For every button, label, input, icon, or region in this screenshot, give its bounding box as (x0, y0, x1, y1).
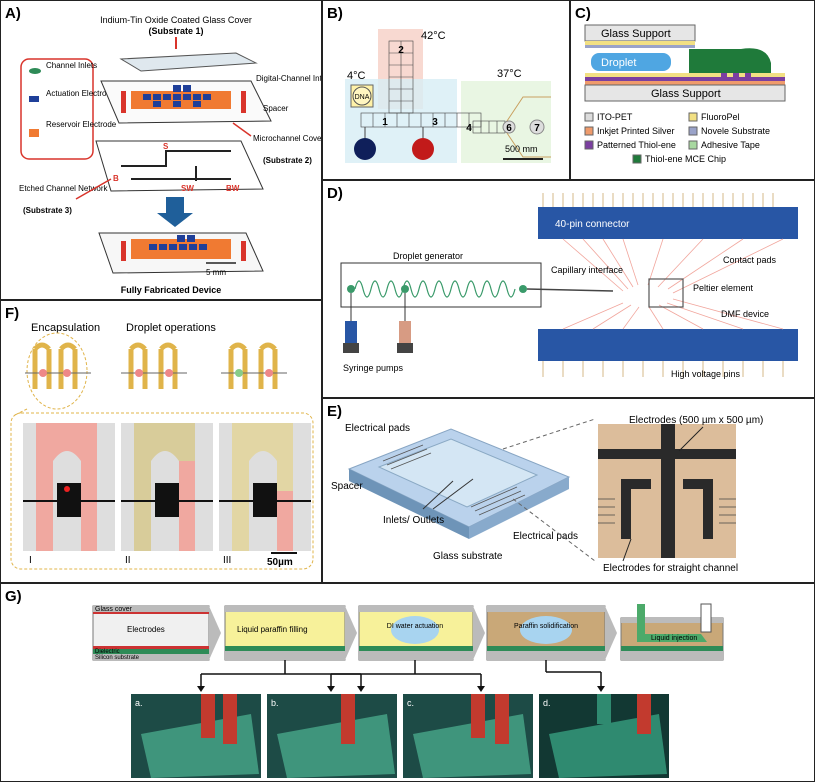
node-4: 4 (466, 123, 472, 134)
etched-label: Etched Channel Network (19, 184, 108, 193)
render-a: a. (135, 698, 143, 708)
legend-novele: Novele Substrate (701, 126, 770, 136)
connector-bottom (538, 329, 798, 361)
legend-box (20, 58, 94, 160)
straight-channel-label: Electrodes for straight channel (603, 563, 738, 574)
arrow-icon (157, 197, 193, 227)
temp-37: 37°C (497, 68, 522, 80)
encapsulation-label: Encapsulation (31, 322, 100, 334)
electrodes-size-label: Electrodes (500 µm x 500 µm) (629, 415, 763, 426)
panel-d-label: D) (327, 185, 343, 202)
panel-e-diagram: Electrical pads Spacer Inlets/ Outlets G… (331, 415, 763, 574)
panel-c-diagram: Glass Support Droplet Glass Support ITO-… (584, 24, 786, 164)
droplet-ops-label: Droplet operations (126, 322, 216, 334)
panel-b-label: B) (327, 5, 343, 22)
legend-ito: ITO-PET (597, 112, 633, 122)
frame-1: I (29, 555, 32, 566)
glass-top-label: Glass Support (601, 28, 671, 40)
legend-thiolene: Patterned Thiol-ene (597, 140, 676, 150)
node-2: 2 (398, 45, 404, 56)
glass-substrate-label: Glass substrate (433, 551, 503, 562)
panel-f: F) Encapsulation Droplet operations (0, 300, 322, 583)
step-di-water: DI water actuation (387, 623, 444, 630)
panel-b: B) 42°C 4°C 37°C DNA 2 1 3 4 6 7 (322, 0, 570, 180)
temp-4: 4°C (347, 70, 366, 82)
temp-42: 42°C (421, 30, 446, 42)
step-solidification: Paraffin solidification (514, 623, 578, 630)
substrate2-label: (Substrate 2) (263, 156, 312, 165)
dna-label: DNA (355, 94, 370, 101)
connector-top (538, 207, 798, 239)
panel-g-label: G) (5, 588, 22, 605)
legend-reservoir: Reservoir Electrode (46, 120, 117, 129)
channel-b: B (113, 174, 119, 183)
pads-top-label: Electrical pads (345, 423, 410, 434)
cover-plate-label: Microchannel Cover Plate (253, 134, 322, 143)
substrate1-label: (Substrate 1) (148, 26, 203, 36)
channel-bw: BW (226, 184, 240, 193)
legend-tape: Adhesive Tape (701, 140, 760, 150)
legend-actuation: Actuation Electrode (46, 89, 116, 98)
glass-cover (119, 52, 258, 72)
legend-fluoropel: FluoroPel (701, 112, 740, 122)
capillary-label: Capillary interface (551, 265, 623, 275)
syringe-label: Syringe pumps (343, 363, 404, 373)
digital-interface-label: Digital-Channel Interface (256, 74, 322, 83)
spacer-label-e: Spacer (331, 481, 363, 492)
panel-c: C) Glass Support Droplet Glass Support I… (570, 0, 815, 180)
node-1: 1 (382, 117, 388, 128)
node-6: 6 (506, 123, 512, 134)
panel-a-scale: 5 mm (206, 268, 226, 277)
peltier-label: Peltier element (693, 283, 754, 293)
legend-channel-inlets: Channel Inlets (46, 61, 97, 70)
channel-sw: SW (181, 184, 194, 193)
inlets-label: Inlets/ Outlets (383, 515, 444, 526)
panel-a-diagram: Indium-Tin Oxide Coated Glass Cover (Sub… (19, 15, 322, 295)
dielectric-label: Dielectric (95, 649, 120, 655)
hv-label: High voltage pins (671, 369, 741, 379)
droplet-label: Droplet (601, 57, 636, 69)
spacer-label: Spacer (263, 104, 289, 113)
panel-a-label: A) (5, 5, 21, 22)
legend-silver: Inkjet Printed Silver (597, 126, 675, 136)
frame-3: III (223, 555, 231, 566)
panel-e-label: E) (327, 403, 342, 420)
render-b: b. (271, 698, 279, 708)
panel-g: G) Glass cover Electrodes Dielectric Sil… (0, 583, 815, 782)
panel-a-footer: Fully Fabricated Device (121, 285, 222, 295)
glass-bottom-label: Glass Support (651, 88, 721, 100)
panel-f-label: F) (5, 305, 20, 322)
droplet-gen-label: Droplet generator (393, 251, 463, 261)
connector-label: 40-pin connector (555, 219, 630, 230)
pads-bottom-label: Electrical pads (513, 531, 578, 542)
electrodes-label-g: Electrodes (127, 625, 165, 634)
channel-s: S (163, 142, 169, 151)
frame-2: II (125, 555, 131, 566)
panel-f-diagram: Encapsulation Droplet operations (10, 322, 314, 570)
node-7: 7 (534, 123, 540, 134)
panel-e: E) Electrical pads Spacer Inlets/ Outlet… (322, 398, 815, 583)
peltier-box (648, 278, 684, 308)
cover-title: Indium-Tin Oxide Coated Glass Cover (100, 15, 252, 25)
panel-d: D) 40-pin connector High voltage pins Co… (322, 180, 815, 398)
panel-d-diagram: 40-pin connector High voltage pins Conta… (340, 193, 798, 379)
panel-b-scale: 500 mm (505, 144, 538, 154)
contact-pads-label: Contact pads (723, 255, 777, 265)
mce-chip (689, 48, 771, 79)
step-paraffin: Liquid paraffin filling (237, 625, 308, 634)
step-injection: Liquid injection (651, 635, 697, 642)
legend-mce: Thiol-ene MCE Chip (645, 154, 726, 164)
silicon-label: Silicon substrate (95, 655, 140, 661)
glass-cover-label: Glass cover (95, 606, 133, 613)
panel-b-diagram: 42°C 4°C 37°C DNA 2 1 3 4 6 7 500 mm (345, 29, 551, 163)
panel-c-label: C) (575, 5, 591, 22)
panel-g-diagram: Glass cover Electrodes Dielectric Silico… (92, 603, 724, 778)
panel-f-scale: 50µm (267, 557, 293, 568)
substrate3-label: (Substrate 3) (23, 206, 72, 215)
render-d: d. (543, 698, 551, 708)
render-c: c. (407, 698, 414, 708)
dmf-label: DMF device (721, 309, 769, 319)
panel-a: A) Indium-Tin Oxide Coated Glass Cover (… (0, 0, 322, 300)
node-3: 3 (432, 117, 438, 128)
